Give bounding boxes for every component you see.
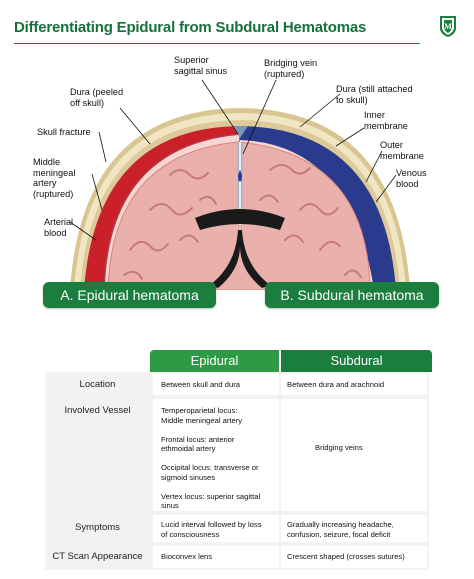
cell-subdural-ct: Crescent shaped (crosses sutures)	[281, 546, 427, 568]
table-row: Location Between skull and dura Between …	[45, 372, 429, 397]
ventricles	[210, 230, 270, 288]
label-venous-blood: Venous blood	[396, 168, 427, 189]
page-title: Differentiating Epidural from Subdural H…	[14, 19, 367, 36]
cell-subdural-symptoms: Gradually increasing headache, confusion…	[281, 515, 427, 542]
label-outer-membrane: Outer membrane	[380, 140, 424, 161]
cell-epidural-symptoms: Lucid interval followed by loss of consc…	[153, 515, 279, 542]
bridging-vein-droplet	[238, 170, 242, 182]
row-label-symptoms: Symptoms	[75, 522, 120, 533]
label-dura-peeled: Dura (peeled off skull)	[70, 87, 124, 108]
cell-subdural-vessel: Bridging veins	[281, 399, 427, 511]
subdural-hematoma-button[interactable]: B. Subdural hematoma	[265, 282, 439, 308]
epidural-hematoma-button[interactable]: A. Epidural hematoma	[43, 282, 216, 308]
label-skull-fracture: Skull fracture	[37, 127, 91, 137]
row-label-ct-scan: CT Scan Appearance	[52, 551, 143, 562]
label-superior-sagittal-sinus: Superior sagittal sinus	[174, 55, 228, 76]
label-arterial-blood: Arterial blood	[44, 217, 74, 238]
school-logo: M	[440, 16, 456, 37]
brain-gyri	[123, 164, 362, 280]
cell-subdural-location: Between dura and arachnoid	[281, 374, 427, 395]
row-label-location: Location	[79, 379, 116, 390]
cell-epidural-location: Between skull and dura	[153, 374, 279, 395]
corpus-callosum	[195, 209, 285, 230]
table-header-epidural: Epidural	[150, 350, 279, 372]
sagittal-sinus	[232, 126, 248, 138]
brain-cross-section-diagram	[69, 79, 410, 290]
cell-epidural-vessel: Temperoparietal locus: Middle meningeal …	[153, 399, 279, 511]
title-divider	[14, 43, 420, 44]
pointer-lines	[69, 79, 397, 241]
table-row: Symptoms Lucid interval followed by loss…	[45, 513, 429, 544]
label-inner-membrane: Inner membrane	[364, 110, 408, 131]
row-label-involved-vessel: Involved Vessel	[64, 405, 131, 416]
cell-epidural-ct: Bioconvex lens	[153, 546, 279, 568]
label-middle-meningeal-artery: Middle meningeal artery (ruptured)	[33, 157, 76, 199]
logo-letter: M	[444, 22, 452, 31]
table-row: Involved Vessel Temperoparietal locus: M…	[45, 397, 429, 513]
label-dura-attached: Dura (still attached to skull)	[336, 84, 413, 105]
table-row: CT Scan Appearance Bioconvex lens Cresce…	[45, 544, 429, 570]
table-header-subdural: Subdural	[281, 350, 432, 372]
label-bridging-vein: Bridging vein (ruptured)	[264, 58, 318, 79]
